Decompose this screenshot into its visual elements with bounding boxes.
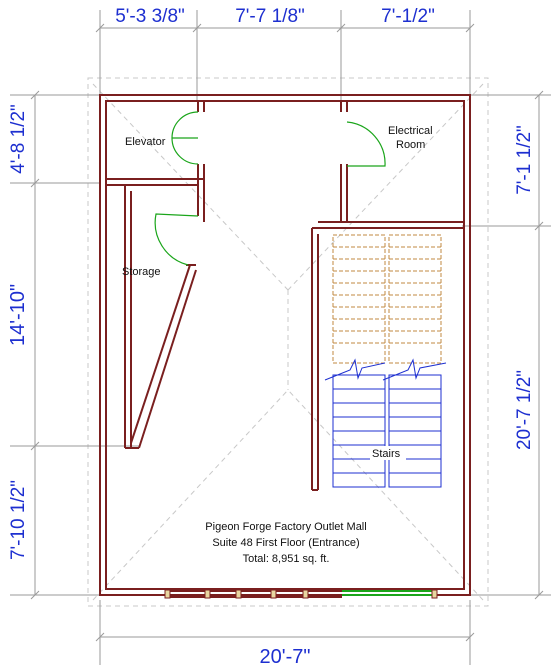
room-label-electrical: Electrical	[388, 125, 433, 137]
top-dimension-line	[95, 10, 475, 100]
bottom-dimension-line	[95, 600, 475, 665]
hip-line	[92, 389, 289, 601]
stairs-break-line	[324, 358, 447, 381]
room-label-storage: Storage	[122, 266, 161, 278]
electrical-room-walls	[318, 101, 464, 223]
dimension-top-2: 7'-7 1/8"	[235, 6, 305, 27]
dimension-left-3: 7'-10 1/2"	[8, 480, 29, 560]
dimension-right-2: 20'-7 1/2"	[514, 370, 535, 450]
dimension-right-1: 7'-1 1/2"	[514, 125, 535, 195]
hip-line	[92, 83, 289, 291]
room-label-stairs: Stairs	[372, 448, 401, 460]
stair-enclosure-walls	[311, 227, 464, 491]
stairs-upper-treads	[332, 234, 442, 364]
room-label-electrical-room: Room	[396, 139, 425, 151]
hip-line	[287, 389, 484, 601]
exterior-walls	[99, 94, 471, 596]
dimension-left-1: 4'-8 1/2"	[8, 104, 29, 174]
storage-walls	[124, 184, 198, 449]
hip-line	[287, 83, 484, 291]
dimension-left-2: 14'-10"	[7, 284, 29, 346]
storage-door	[154, 213, 199, 266]
electrical-door	[346, 121, 386, 167]
entrance-storefront	[164, 589, 438, 599]
elevator-walls	[106, 101, 205, 222]
elevator-door	[171, 111, 199, 165]
stairs-lower-treads	[332, 374, 442, 488]
note-line-2: Suite 48 First Floor (Entrance)	[212, 537, 359, 549]
outer-boundary	[87, 77, 489, 607]
note-line-1: Pigeon Forge Factory Outlet Mall	[205, 521, 366, 533]
note-line-3: Total: 8,951 sq. ft.	[243, 553, 330, 565]
dimension-top-1: 5'-3 3/8"	[115, 6, 185, 27]
dimension-top-3: 7'-1/2"	[381, 6, 435, 27]
room-label-elevator: Elevator	[125, 136, 166, 148]
right-dimension-line	[462, 90, 551, 600]
stairs-label-background	[370, 446, 406, 460]
left-dimension-line	[10, 90, 140, 600]
dimension-bottom: 20'-7"	[260, 646, 311, 668]
